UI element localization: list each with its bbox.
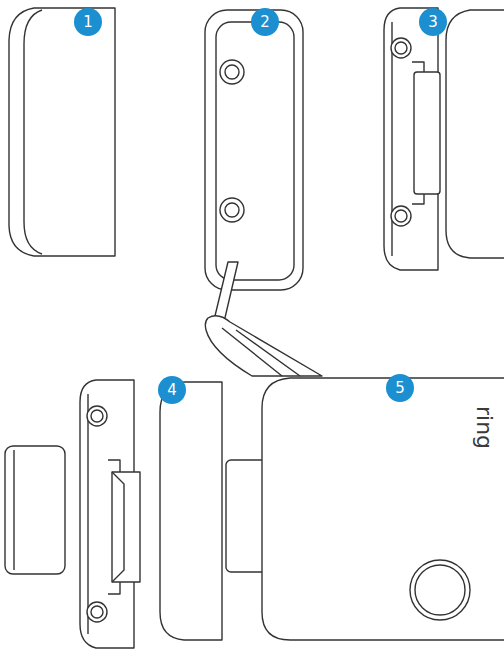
callout-number: 2 (251, 8, 279, 36)
screw (395, 42, 407, 54)
empty-slot (112, 472, 140, 582)
magnet (226, 460, 266, 572)
battery (5, 446, 65, 574)
screw (91, 606, 103, 618)
screwdriver-handle-line (222, 328, 300, 376)
sensor-edge (24, 10, 42, 254)
screw (391, 206, 411, 226)
screw (87, 406, 107, 426)
callout-number: 1 (74, 8, 102, 36)
screw (91, 410, 103, 422)
callout-number: 3 (419, 8, 447, 36)
screw (220, 60, 244, 84)
brand-logo: ring (472, 406, 497, 449)
status-button-inner (415, 565, 465, 615)
battery-edge (13, 450, 14, 570)
screw (225, 65, 239, 79)
screw (220, 198, 244, 222)
screw (391, 38, 411, 58)
battery-in-slot (414, 72, 440, 194)
screwdriver-shaft (214, 262, 238, 322)
back-plate (205, 10, 303, 290)
screw (87, 602, 107, 622)
sensor-front (262, 378, 504, 640)
callout-number: 4 (158, 376, 186, 404)
sensor-body (9, 8, 115, 256)
plate-rim (87, 394, 88, 634)
sensor-cover (446, 10, 504, 258)
callout-number: 5 (386, 374, 414, 402)
screw (395, 210, 407, 222)
status-button (410, 560, 470, 620)
slot-contacts (108, 460, 124, 594)
screw (225, 203, 239, 217)
screwdriver-handle (205, 316, 322, 376)
sensor-cover (160, 382, 222, 640)
back-plate-inner (216, 22, 294, 280)
battery-clip (412, 62, 424, 204)
